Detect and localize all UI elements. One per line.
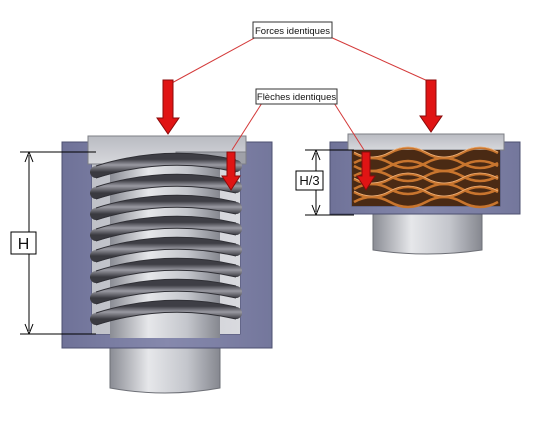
coil-spring: [90, 152, 242, 326]
forces-callout-label: Forces identiques: [255, 26, 330, 37]
wave-spring: [352, 146, 500, 209]
height-label-right: H/3: [299, 173, 319, 188]
height-label-box-right: [295, 170, 324, 191]
right-top-cap: [347, 133, 505, 151]
height-label-left: H: [18, 236, 30, 253]
coil-spring-assembly: H: [10, 135, 273, 394]
forces-callout-box: [252, 21, 333, 39]
leader-lines: [169, 35, 431, 151]
travel-arrow-left: [221, 151, 241, 191]
travel-arrow-right: [356, 151, 376, 191]
height-label-box-left: [10, 231, 37, 255]
left-shaft: [109, 337, 221, 394]
arrows-callout-box: [255, 88, 338, 105]
arrows-callout-label: Flèches identiques: [257, 92, 336, 103]
wave-spring-assembly: H/3: [295, 133, 521, 255]
force-arrow-right: [419, 79, 443, 133]
force-arrow-left: [156, 79, 180, 135]
